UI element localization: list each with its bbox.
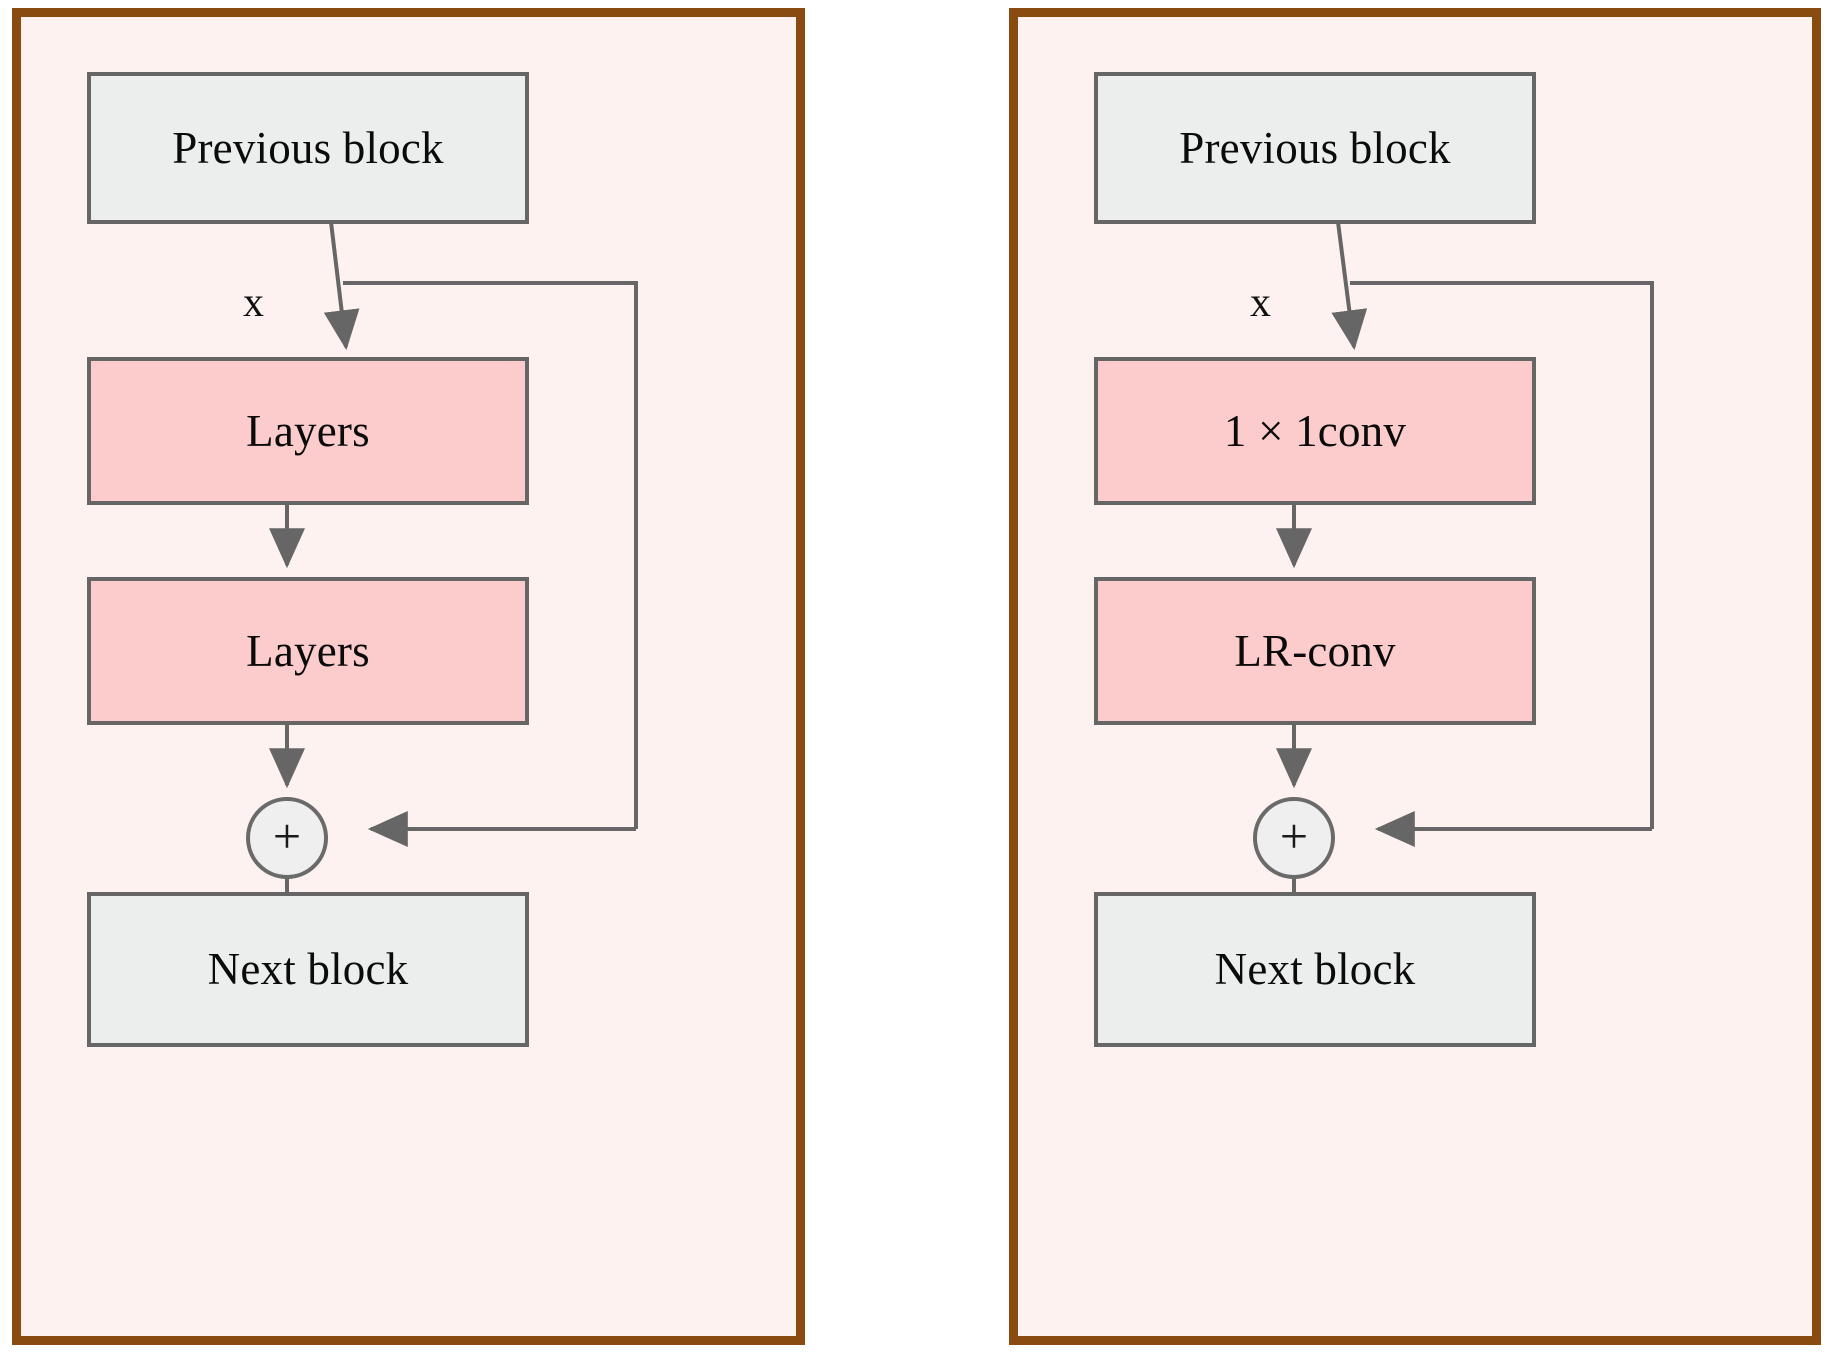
node-previous-block-label: Previous block — [1179, 122, 1451, 173]
edge-skip-connection — [1350, 281, 1654, 829]
node-adder-label: + — [272, 808, 302, 864]
edge-previous-to-layers — [323, 221, 360, 351]
edge-previous-to-conv — [1331, 221, 1368, 351]
node-next-block[interactable]: Next block — [87, 892, 529, 1047]
node-next-block-label: Next block — [1214, 944, 1416, 994]
node-next-block[interactable]: Next block — [1094, 892, 1536, 1047]
panel-left-generic-residual-block: Previous block x Layers Layers + Next bl… — [12, 8, 805, 1345]
node-1x1-conv-label: 1 × 1conv — [1223, 405, 1407, 456]
node-adder-plus[interactable]: + — [1253, 797, 1335, 879]
edge-label-identity-x: x — [1250, 280, 1271, 326]
edge-skip-connection — [343, 281, 638, 829]
node-lr-conv[interactable]: LR-conv — [1094, 577, 1536, 725]
node-lr-conv-label: LR-conv — [1234, 625, 1396, 676]
node-previous-block[interactable]: Previous block — [1094, 72, 1536, 224]
node-adder-plus[interactable]: + — [246, 797, 328, 879]
node-second-layers[interactable]: Layers — [87, 577, 529, 725]
node-next-block-label: Next block — [207, 944, 409, 994]
panel-right-lr-conv-residual-block: Previous block x 1 × 1conv LR-conv + Nex… — [1009, 8, 1821, 1345]
node-first-layers[interactable]: Layers — [87, 357, 529, 505]
node-previous-block-label: Previous block — [172, 122, 444, 173]
node-first-layers-label: Layers — [246, 405, 370, 456]
node-adder-label: + — [1279, 808, 1309, 864]
node-second-layers-label: Layers — [246, 625, 370, 676]
node-previous-block[interactable]: Previous block — [87, 72, 529, 224]
edge-label-identity-x: x — [243, 280, 264, 326]
node-1x1-conv[interactable]: 1 × 1conv — [1094, 357, 1536, 505]
